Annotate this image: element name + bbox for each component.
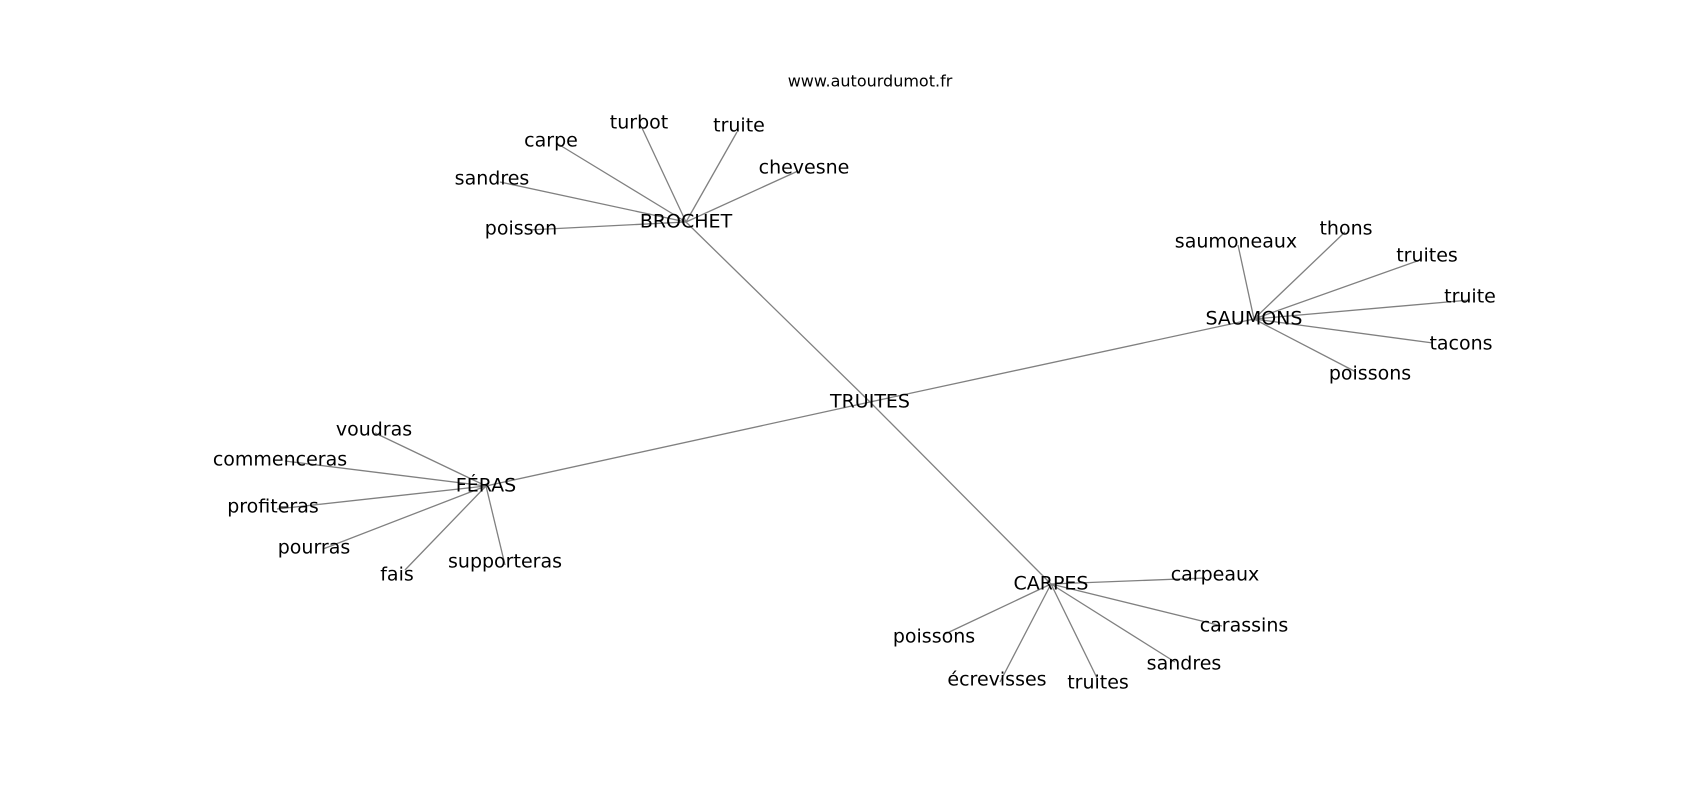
leaf-node-label[interactable]: truite <box>713 115 765 137</box>
center-node-label[interactable]: TRUITES <box>829 391 910 413</box>
leaf-node-label[interactable]: carpeaux <box>1171 564 1260 586</box>
leaf-node-label[interactable]: poisson <box>485 218 557 240</box>
edge-hub-to-leaf <box>404 485 487 571</box>
leaf-node-label[interactable]: écrevisses <box>947 669 1046 691</box>
leaf-node-label[interactable]: carpe <box>524 130 578 152</box>
leaf-node-label[interactable]: supporteras <box>448 551 562 573</box>
edge-center-to-hub <box>869 401 1052 585</box>
edge-center-to-hub <box>869 318 1255 403</box>
edge-hub-to-leaf <box>1253 299 1471 320</box>
leaf-node-label[interactable]: profiteras <box>227 496 319 518</box>
leaf-node-label[interactable]: carassins <box>1200 615 1289 637</box>
edge-hub-to-leaf <box>1050 577 1206 585</box>
leaf-node-label[interactable]: pourras <box>278 537 351 559</box>
edge-hub-to-leaf <box>1050 583 1176 663</box>
leaf-node-label[interactable]: sandres <box>1147 653 1222 675</box>
edge-hub-to-leaf <box>1237 244 1255 320</box>
edge-center-to-hub <box>485 401 871 487</box>
leaf-node-label[interactable]: tacons <box>1429 333 1492 355</box>
edges-layer <box>276 127 1471 683</box>
leaf-node-label[interactable]: saumoneaux <box>1175 231 1297 253</box>
edge-hub-to-leaf <box>1050 583 1098 679</box>
hub-node-label[interactable]: CARPES <box>1014 573 1089 595</box>
leaf-node-label[interactable]: turbot <box>610 112 668 134</box>
leaf-node-label[interactable]: truites <box>1396 245 1458 267</box>
edge-hub-to-leaf <box>1050 583 1223 627</box>
hub-node-label[interactable]: SAUMONS <box>1206 308 1303 330</box>
edge-hub-to-leaf <box>641 127 687 223</box>
edge-hub-to-leaf <box>999 583 1052 683</box>
edge-hub-to-leaf <box>1253 231 1346 320</box>
leaf-node-label[interactable]: fais <box>380 564 414 586</box>
labels-layer: www.autourdumot.fr TRUITES turbot truite c… <box>213 72 1496 694</box>
leaf-node-label[interactable]: thons <box>1319 218 1372 240</box>
leaf-node-label[interactable]: commenceras <box>213 449 347 471</box>
edge-hub-to-leaf <box>284 460 487 487</box>
edge-hub-to-leaf <box>685 131 738 223</box>
leaf-node-label[interactable]: voudras <box>336 419 412 441</box>
edge-hub-to-leaf <box>944 583 1052 635</box>
edge-hub-to-leaf <box>322 485 487 550</box>
edge-hub-to-leaf <box>557 143 687 223</box>
edge-hub-to-leaf <box>1253 259 1421 320</box>
hub-node-label[interactable]: FÉRAS <box>456 474 516 497</box>
leaf-node-label[interactable]: truites <box>1067 672 1129 694</box>
leaf-node-label[interactable]: poissons <box>893 626 975 648</box>
edge-hub-to-leaf <box>527 221 687 231</box>
edge-hub-to-leaf <box>1253 318 1357 373</box>
site-credit: www.autourdumot.fr <box>788 72 953 91</box>
leaf-node-label[interactable]: sandres <box>455 168 530 190</box>
leaf-node-label[interactable]: poissons <box>1329 363 1411 385</box>
edge-hub-to-leaf <box>276 485 487 510</box>
edge-center-to-hub <box>685 221 871 403</box>
edge-hub-to-leaf <box>499 181 687 223</box>
edge-hub-to-leaf <box>374 432 487 487</box>
edge-hub-to-leaf <box>1253 318 1434 344</box>
edge-hub-to-leaf <box>485 485 506 566</box>
leaf-node-label[interactable]: chevesne <box>759 157 850 179</box>
hub-node-label[interactable]: BROCHET <box>640 211 733 233</box>
leaf-node-label[interactable]: truite <box>1444 286 1496 308</box>
edge-hub-to-leaf <box>685 170 799 223</box>
